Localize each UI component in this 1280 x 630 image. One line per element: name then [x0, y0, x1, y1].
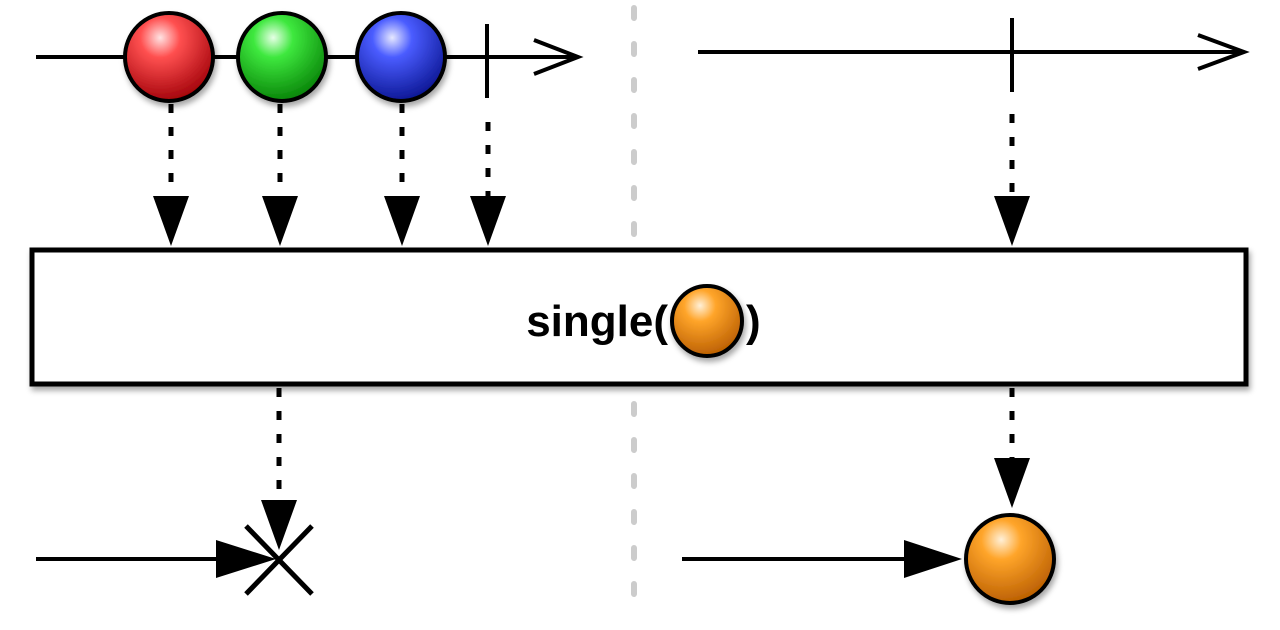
left-input-arrows — [153, 104, 506, 246]
marble-green — [236, 11, 328, 103]
operator-default-marble — [670, 284, 744, 358]
timeline-arrowhead — [1197, 33, 1250, 71]
left-result-timeline — [36, 524, 314, 596]
marble-blue — [355, 11, 447, 103]
operator-label-prefix: single( — [526, 297, 668, 346]
timeline-arrowhead — [533, 38, 584, 76]
right-result-timeline — [682, 540, 962, 578]
marble-red — [123, 11, 215, 103]
right-output-arrow — [994, 388, 1030, 508]
result-default-marble — [964, 513, 1056, 605]
error-x-icon — [244, 524, 314, 596]
right-input-arrow — [994, 114, 1030, 246]
left-output-arrow — [261, 388, 297, 550]
right-source-timeline — [698, 18, 1250, 92]
operator-label-suffix: ) — [746, 297, 761, 346]
operator-box: single( ) — [29, 247, 1249, 387]
